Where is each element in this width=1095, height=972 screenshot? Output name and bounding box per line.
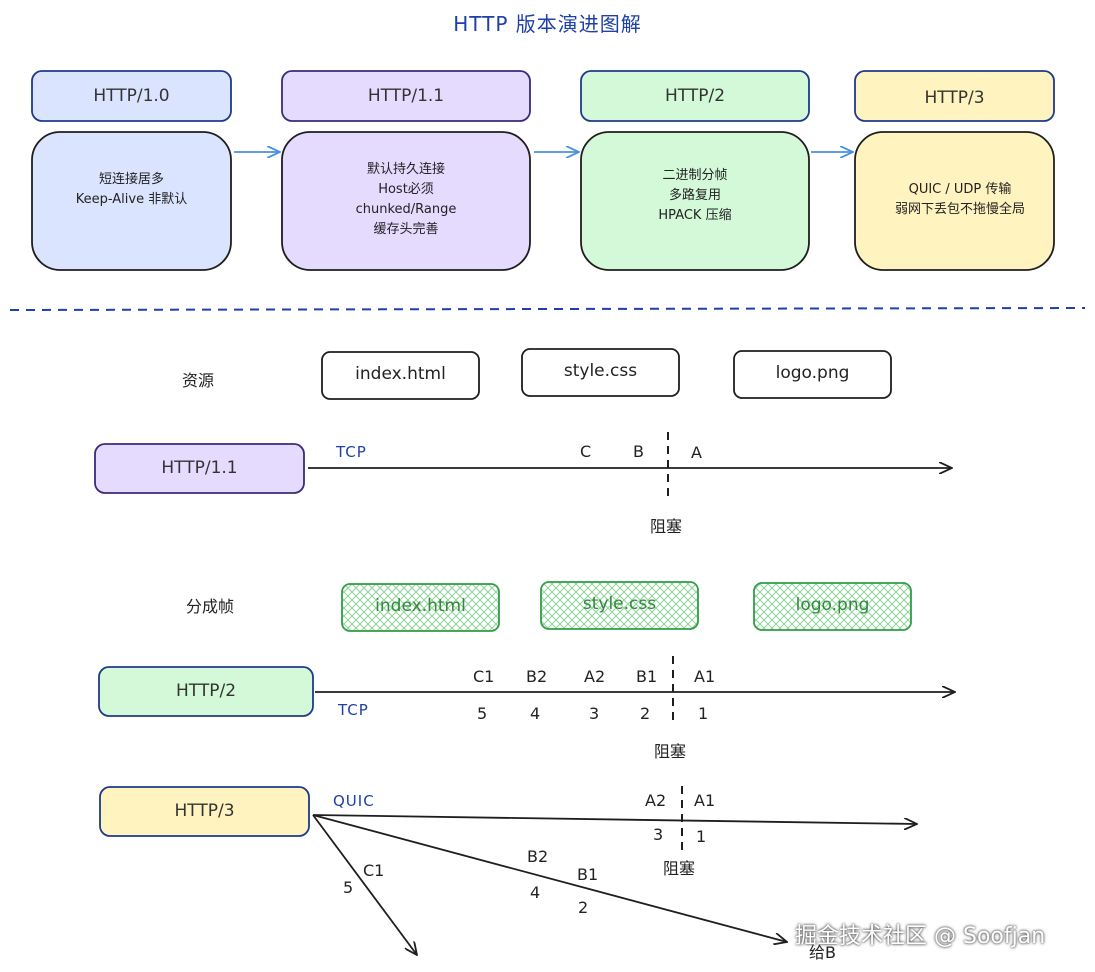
h3-num-2: 2 (578, 898, 589, 917)
h3-mark-a2: A2 (645, 791, 667, 810)
h3-quic-b-stream (312, 814, 787, 942)
h2-num-5: 5 (477, 704, 488, 723)
h11-desc-box (281, 131, 531, 271)
frame-box-index (341, 583, 500, 632)
h3-num-4: 4 (530, 883, 541, 902)
resource-box-logo (733, 350, 892, 399)
h2-num-4: 4 (530, 704, 541, 723)
frame-logo: logo.png (795, 595, 870, 615)
resources-label: 资源 (182, 371, 215, 390)
h2-header-box (580, 70, 810, 122)
h11-mark-a: A (691, 443, 702, 462)
h2-mark-b2: B2 (526, 667, 548, 686)
h2-num-3: 3 (589, 704, 600, 723)
page-title: HTTP 版本演进图解 (453, 12, 642, 36)
resource-style: style.css (563, 361, 638, 381)
h2-row-label: HTTP/2 (175, 681, 237, 701)
h2-num-2: 2 (640, 704, 651, 723)
h3-header-label: HTTP/3 (924, 88, 985, 108)
frames-label: 分成帧 (186, 597, 235, 616)
h11-proto-label: TCP (336, 443, 367, 461)
h2-mark-b1: B1 (636, 667, 658, 686)
h3-block-label: 阻塞 (663, 859, 696, 878)
h3-mark-c1: C1 (363, 861, 385, 880)
h3-quic-c-stream (312, 814, 417, 955)
h2-mark-c1: C1 (473, 667, 495, 686)
h3-header-box (854, 70, 1055, 122)
resource-box-index (321, 351, 480, 400)
h11-mark-c: C (580, 442, 592, 461)
h11-row-box (94, 443, 305, 494)
h11-mark-b: B (633, 442, 644, 461)
frame-style: style.css (582, 594, 657, 614)
resource-logo: logo.png (775, 363, 850, 383)
h3-mark-b1: B1 (577, 865, 599, 884)
h3-mark-a1: A1 (694, 791, 716, 810)
h11-header-label: HTTP/1.1 (367, 86, 445, 106)
resource-index: index.html (355, 364, 446, 384)
h2-block-label: 阻塞 (654, 742, 687, 761)
h2-row-box (98, 666, 314, 717)
h3-mark-b2: B2 (527, 847, 549, 866)
h3-desc-box (854, 131, 1055, 271)
frame-box-logo (753, 582, 912, 631)
h3-b-end-label: 给B (809, 943, 836, 962)
h11-row-label: HTTP/1.1 (161, 458, 238, 478)
h11-block-label: 阻塞 (650, 517, 683, 536)
h10-desc-box (31, 131, 232, 271)
h3-proto-label: QUIC (333, 792, 375, 810)
h3-num-5: 5 (343, 878, 354, 897)
frame-index: index.html (375, 596, 466, 616)
section-divider (9, 307, 1086, 311)
frame-box-style (540, 581, 699, 630)
h3-description: QUIC / UDP 传输 弱网下丢包不拖慢全局 (894, 182, 1025, 217)
h11-header-box (281, 70, 531, 122)
h3-num-1: 1 (696, 827, 707, 846)
h2-description: 二进制分帧 多路复用 HPACK 压缩 (658, 168, 732, 223)
h2-mark-a1: A1 (694, 667, 716, 686)
h2-proto-label: TCP (338, 701, 369, 719)
h2-mark-a2: A2 (584, 667, 606, 686)
h2-num-1: 1 (698, 704, 709, 723)
h3-row-box (99, 786, 310, 837)
resource-box-style (521, 348, 680, 397)
h2-header-label: HTTP/2 (664, 86, 726, 106)
h3-row-label: HTTP/3 (174, 801, 235, 821)
h3-quic-main-line (312, 814, 917, 824)
h11-description: 默认持久连接 Host必须 chunked/Range 缓存头完善 (355, 162, 457, 237)
h10-header-box (31, 70, 232, 122)
h10-description: 短连接居多 Keep-Alive 非默认 (75, 172, 188, 207)
h10-header-label: HTTP/1.0 (93, 86, 170, 106)
h3-num-3: 3 (653, 825, 664, 844)
watermark: 掘金技术社区 @ Soofjan (795, 924, 1046, 949)
h2-desc-box (580, 131, 810, 271)
